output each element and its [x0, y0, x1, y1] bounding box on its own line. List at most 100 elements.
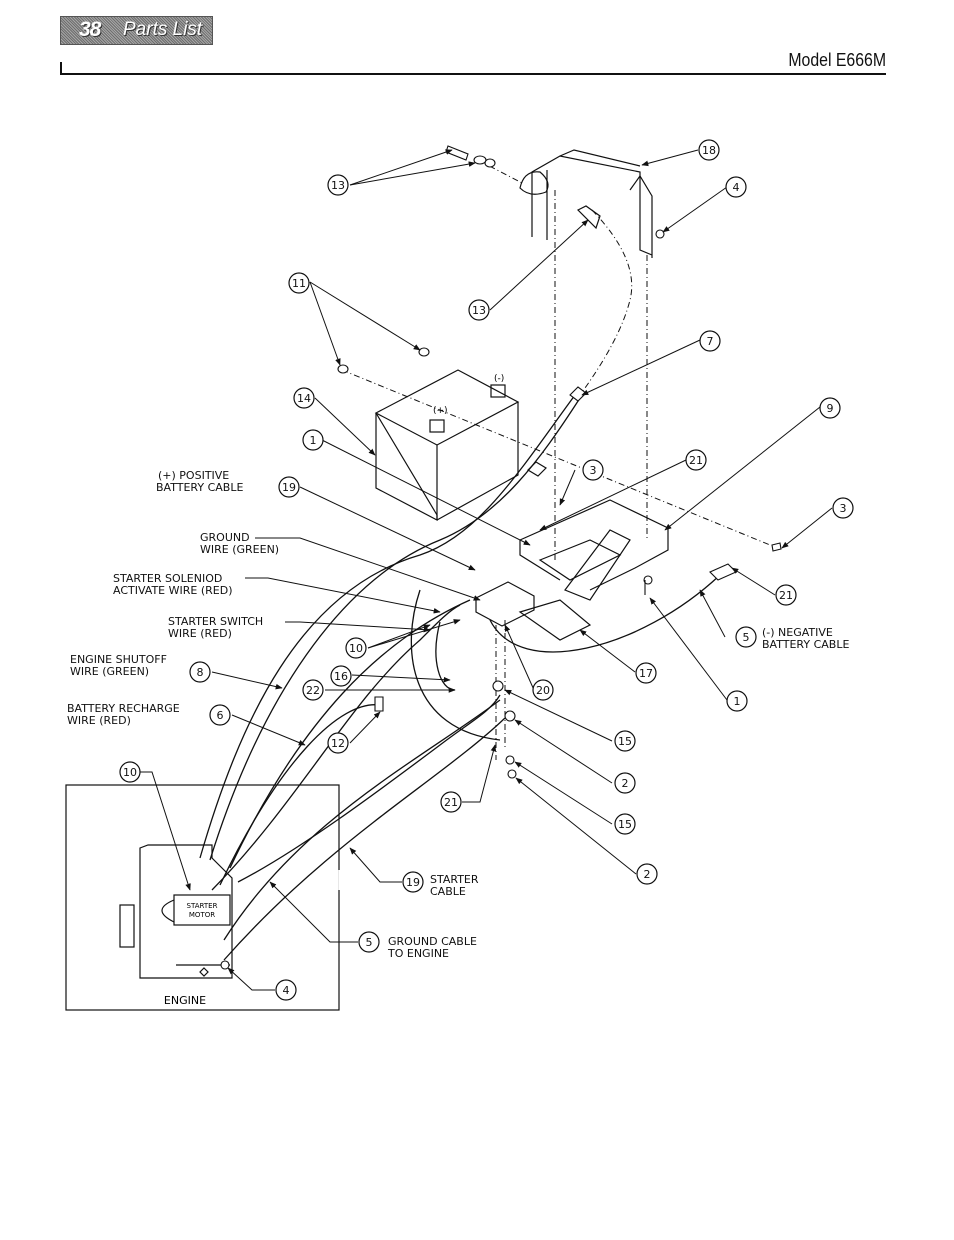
label-solenoid-2: ACTIVATE WIRE (RED): [113, 584, 233, 597]
callout-c3b: 3: [832, 497, 854, 519]
section-title: Parts List: [123, 19, 203, 40]
callout-number: 14: [297, 392, 311, 405]
callout-number: 1: [310, 434, 317, 447]
wire-labels: (+) POSITIVE BATTERY CABLE GROUND WIRE (…: [67, 469, 849, 960]
callout-c1b: 1: [726, 690, 748, 712]
callout-circle: [358, 931, 380, 953]
callout-c20: 20: [532, 679, 554, 701]
callout-c18: 18: [698, 139, 720, 161]
label-negative-cable-2: BATTERY CABLE: [762, 638, 849, 651]
header-rule: [60, 73, 886, 75]
leader-4a: [662, 186, 728, 233]
page-number: 38: [79, 18, 101, 41]
callout-c7: 7: [699, 330, 721, 352]
callout-number: 13: [331, 179, 345, 192]
alignment-lines: [341, 159, 771, 760]
callout-circle: [699, 330, 721, 352]
callout-number: 17: [639, 667, 653, 680]
callout-number: 2: [644, 868, 651, 881]
callout-c6: 6: [209, 704, 231, 726]
callout-circle: [327, 732, 349, 754]
callout-circle: [614, 772, 636, 794]
leader-13a-1: [349, 149, 453, 186]
callout-number: 15: [618, 818, 632, 831]
callout-number: 1: [734, 695, 741, 708]
leader-13a-2: [349, 161, 476, 186]
callout-circle: [327, 174, 349, 196]
plate-outline-1: [519, 499, 669, 591]
battery-positive-post: [429, 419, 445, 433]
callout-c15b: 15: [614, 813, 636, 835]
leader-lines: [140, 149, 833, 991]
callout-number: 11: [292, 277, 306, 290]
callout-circle: [614, 730, 636, 752]
leader-11a: [309, 281, 341, 366]
callout-number: 20: [536, 684, 550, 697]
callout-c2a: 2: [614, 772, 636, 794]
callout-number: 5: [743, 631, 750, 644]
label-shutoff-1: ENGINE SHUTOFF: [70, 653, 167, 666]
callout-c10a: 10: [345, 637, 367, 659]
callout-c10b: 10: [119, 761, 141, 783]
label-solenoid-1: STARTER SOLENIOD: [113, 572, 222, 585]
callout-c21c: 21: [440, 791, 462, 813]
battery-side: [436, 402, 519, 521]
nut-11b: [418, 347, 430, 357]
leader-5a: [699, 589, 726, 638]
washer-13b: [484, 158, 496, 168]
starter-motor-label-2: MOTOR: [189, 911, 215, 919]
leader-9: [664, 406, 821, 531]
leader-15a: [504, 689, 613, 742]
callout-number: 2: [622, 777, 629, 790]
leader-4b: [227, 967, 275, 991]
plate-outline-2: [519, 540, 561, 581]
bolt-3b: [771, 542, 782, 552]
callout-c12: 12: [327, 732, 349, 754]
solenoid-mount-foot: [518, 599, 592, 641]
leader-21a: [539, 459, 687, 531]
engine-drain-plug: [199, 967, 209, 977]
leader-3a: [559, 469, 576, 506]
leader-21b: [731, 567, 776, 596]
solenoid-activate-wire: [410, 589, 501, 741]
bracket-outline: [531, 149, 653, 256]
callout-circle: [468, 299, 490, 321]
ground-cable-to-engine-3: [223, 717, 506, 961]
callout-c13b: 13: [468, 299, 490, 321]
cable-end-5: [709, 563, 737, 581]
callout-circle: [402, 871, 424, 893]
header-rule-tick: [60, 62, 62, 74]
leader-10a-1: [367, 624, 431, 649]
callout-c16: 16: [330, 665, 352, 687]
leader-12: [349, 711, 381, 744]
leader-5b: [269, 881, 358, 943]
label-ground-wire-2: WIRE (GREEN): [200, 543, 279, 556]
callout-c5b: 5: [358, 931, 380, 953]
starter-motor-nose: [161, 899, 175, 923]
label-switch-2: WIRE (RED): [168, 627, 232, 640]
callout-circle: [189, 661, 211, 683]
starter-solenoid: [475, 581, 535, 627]
positive-battery-cable-2: [209, 397, 581, 861]
leader-16: [351, 674, 451, 683]
callout-number: 4: [733, 181, 740, 194]
callout-c5a: 5: [735, 626, 757, 648]
engine-assembly: [65, 784, 342, 1011]
leader-19b: [349, 847, 402, 883]
callout-number: 18: [702, 144, 716, 157]
callout-c2b: 2: [636, 863, 658, 885]
leader-21c: [462, 744, 497, 803]
battery: [374, 369, 520, 521]
callout-number: 19: [282, 481, 296, 494]
callout-circle: [288, 272, 310, 294]
battery-front: [375, 413, 438, 521]
washer-13a: [473, 155, 487, 165]
battery-negative-post: [490, 384, 506, 398]
callout-c21b: 21: [775, 584, 797, 606]
leader-3b: [781, 507, 833, 549]
callout-circle: [532, 679, 554, 701]
starter-motor-label-1: STARTER: [187, 902, 218, 910]
callout-number: 10: [349, 642, 363, 655]
